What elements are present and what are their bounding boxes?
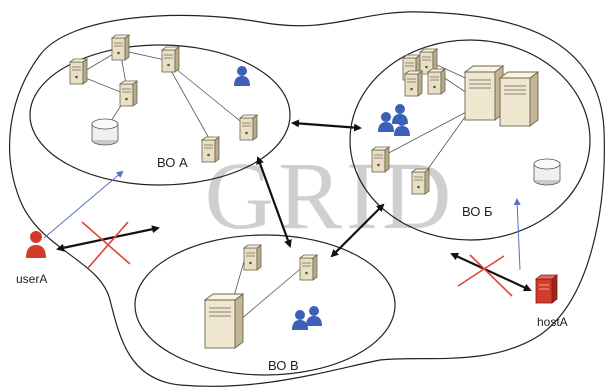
link-vo-a-vo-b (291, 119, 362, 132)
blocked-cross-icon (81, 221, 131, 269)
link-vo-a-vo-v (256, 156, 292, 248)
grid-boundary (9, 11, 605, 387)
vo-b-boundary (349, 39, 591, 241)
vo-a-network (69, 34, 258, 163)
server-icon (161, 46, 180, 73)
server-icon (239, 114, 258, 141)
vo-a-boundary (29, 44, 291, 186)
server-icon (427, 68, 446, 95)
server-icon (299, 254, 318, 281)
vo-b-network (371, 48, 561, 195)
vo-v-label: ВО В (268, 358, 299, 373)
server-icon (371, 146, 390, 173)
user-group-icon (378, 104, 410, 136)
user-a-icon (26, 231, 46, 258)
user-a-label: userA (16, 272, 47, 286)
big-server-icon (499, 71, 539, 127)
host-a-blocked-link (450, 252, 532, 292)
server-icon (411, 168, 430, 195)
storage-icon (91, 118, 119, 146)
user-icon (234, 66, 250, 86)
link-vo-b-vo-v (330, 203, 385, 258)
server-icon (243, 244, 262, 271)
grid-watermark: GRID (205, 142, 456, 249)
server-icon (119, 80, 138, 107)
user-a-blocked-link (56, 225, 160, 252)
server-icon (111, 34, 130, 61)
vo-b-label: ВО Б (462, 204, 493, 219)
vo-v-boundary (134, 234, 396, 376)
big-server-icon (464, 65, 504, 121)
user-group-icon (292, 306, 322, 330)
big-server-icon (204, 293, 244, 349)
host-a-icon (534, 274, 559, 304)
user-a-access-line (43, 170, 124, 239)
blocked-cross-icon (457, 254, 513, 297)
storage-icon (533, 158, 561, 186)
host-a-access-line (513, 198, 521, 271)
vo-v-network (204, 244, 322, 349)
vo-a-label: ВО А (157, 155, 188, 170)
server-icon (201, 136, 220, 163)
server-icon (69, 58, 88, 85)
server-icon (404, 70, 423, 97)
host-a-label: hostA (537, 315, 568, 329)
